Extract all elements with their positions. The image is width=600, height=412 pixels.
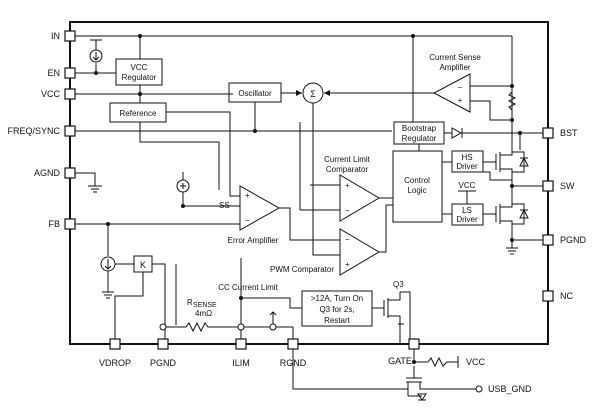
q3-label: Q3 bbox=[393, 280, 404, 289]
svg-text:4mΩ: 4mΩ bbox=[195, 309, 212, 318]
svg-text:BST: BST bbox=[560, 128, 578, 138]
usb-gnd-label: USB_GND bbox=[488, 384, 532, 394]
gate-vcc-label: VCC bbox=[466, 357, 486, 367]
pin-freq-sync: FREQ/SYNC bbox=[7, 125, 76, 137]
svg-text:AGND: AGND bbox=[34, 168, 61, 178]
svg-text:Reference: Reference bbox=[120, 109, 157, 118]
svg-text:PWM Comparator: PWM Comparator bbox=[270, 265, 334, 274]
reference-block: Reference bbox=[109, 102, 167, 123]
ls-driver-block: LS Driver bbox=[451, 203, 484, 226]
svg-text:−: − bbox=[345, 206, 350, 215]
pin-sw: SW bbox=[542, 180, 575, 192]
svg-text:SENSE: SENSE bbox=[193, 302, 217, 309]
svg-text:Bootstrap: Bootstrap bbox=[402, 124, 437, 133]
current-sense-amplifier: − + Current Sense Amplifier bbox=[429, 53, 481, 113]
rsense-label: R SENSE 4mΩ bbox=[187, 298, 217, 318]
cc-current-limit-label: CC Current Limit bbox=[218, 283, 278, 292]
svg-text:+: + bbox=[245, 191, 250, 200]
svg-text:+: + bbox=[345, 181, 350, 190]
control-logic-block: Control Logic bbox=[392, 150, 443, 223]
svg-text:IN: IN bbox=[51, 31, 60, 41]
driver-vcc-label: VCC bbox=[459, 181, 476, 190]
pin-vcc: VCC bbox=[41, 88, 76, 100]
svg-text:Σ: Σ bbox=[310, 89, 316, 99]
svg-text:Comparator: Comparator bbox=[326, 165, 369, 174]
svg-text:LS: LS bbox=[462, 206, 472, 215]
current-limit-comparator: + − Current Limit Comparator bbox=[324, 155, 380, 222]
svg-text:FREQ/SYNC: FREQ/SYNC bbox=[7, 126, 60, 136]
svg-text:Regulator: Regulator bbox=[122, 73, 157, 82]
pwm-comparator: − + PWM Comparator bbox=[270, 228, 380, 276]
svg-text:Control: Control bbox=[404, 176, 430, 185]
svg-text:VDROP: VDROP bbox=[99, 358, 131, 368]
svg-text:PGND: PGND bbox=[560, 235, 587, 245]
svg-text:Current Sense: Current Sense bbox=[429, 53, 481, 62]
summer-node: Σ bbox=[302, 82, 324, 104]
svg-text:−: − bbox=[345, 235, 350, 244]
svg-text:NC: NC bbox=[560, 291, 573, 301]
svg-text:Driver: Driver bbox=[456, 162, 478, 171]
svg-text:Regulator: Regulator bbox=[402, 134, 437, 143]
pin-nc: NC bbox=[542, 290, 573, 302]
pin-fb: FB bbox=[48, 218, 76, 230]
svg-text:GATE: GATE bbox=[388, 356, 412, 366]
pin-en: EN bbox=[47, 67, 76, 79]
svg-text:EN: EN bbox=[47, 68, 60, 78]
svg-text:SW: SW bbox=[560, 181, 575, 191]
oscillator-block: Oscillator bbox=[228, 82, 282, 103]
svg-text:>12A, Turn On: >12A, Turn On bbox=[311, 294, 363, 303]
svg-text:+: + bbox=[458, 96, 463, 105]
svg-text:ILIM: ILIM bbox=[232, 358, 250, 368]
svg-text:Error Amplifier: Error Amplifier bbox=[228, 236, 279, 245]
svg-text:−: − bbox=[245, 216, 250, 225]
svg-text:+: + bbox=[345, 260, 350, 269]
svg-text:K: K bbox=[140, 260, 146, 270]
pin-pgnd-right: PGND bbox=[542, 234, 587, 246]
pin-agnd: AGND bbox=[34, 167, 76, 179]
svg-text:−: − bbox=[458, 83, 463, 92]
svg-text:VCC: VCC bbox=[131, 63, 148, 72]
svg-text:Oscillator: Oscillator bbox=[238, 89, 272, 98]
junction-dots bbox=[94, 34, 522, 364]
bootstrap-regulator-block: Bootstrap Regulator bbox=[393, 121, 445, 145]
svg-text:HS: HS bbox=[461, 153, 472, 162]
pin-bst: BST bbox=[542, 127, 578, 139]
error-amplifier: + − Error Amplifier bbox=[228, 185, 281, 245]
svg-text:Driver: Driver bbox=[456, 215, 478, 224]
svg-text:Restart: Restart bbox=[324, 316, 351, 325]
svg-text:Amplifier: Amplifier bbox=[439, 63, 470, 72]
svg-text:PGND: PGND bbox=[150, 358, 177, 368]
pin-in: IN bbox=[51, 30, 76, 42]
restart-logic-block: >12A, Turn On Q3 for 2s, Restart bbox=[301, 290, 373, 327]
svg-text:Q3 for 2s,: Q3 for 2s, bbox=[319, 305, 354, 314]
pin-pgnd-bottom: PGND bbox=[150, 338, 177, 368]
vcc-regulator-block: VCC Regulator bbox=[115, 58, 163, 86]
k-block: K bbox=[133, 255, 153, 273]
wires: VCC USB_GND bbox=[75, 35, 543, 401]
svg-text:Current Limit: Current Limit bbox=[324, 155, 371, 164]
svg-text:VCC: VCC bbox=[41, 89, 61, 99]
svg-text:R: R bbox=[187, 298, 193, 307]
hs-driver-block: HS Driver bbox=[451, 150, 484, 173]
svg-text:FB: FB bbox=[48, 219, 60, 229]
svg-text:Logic: Logic bbox=[407, 186, 426, 195]
